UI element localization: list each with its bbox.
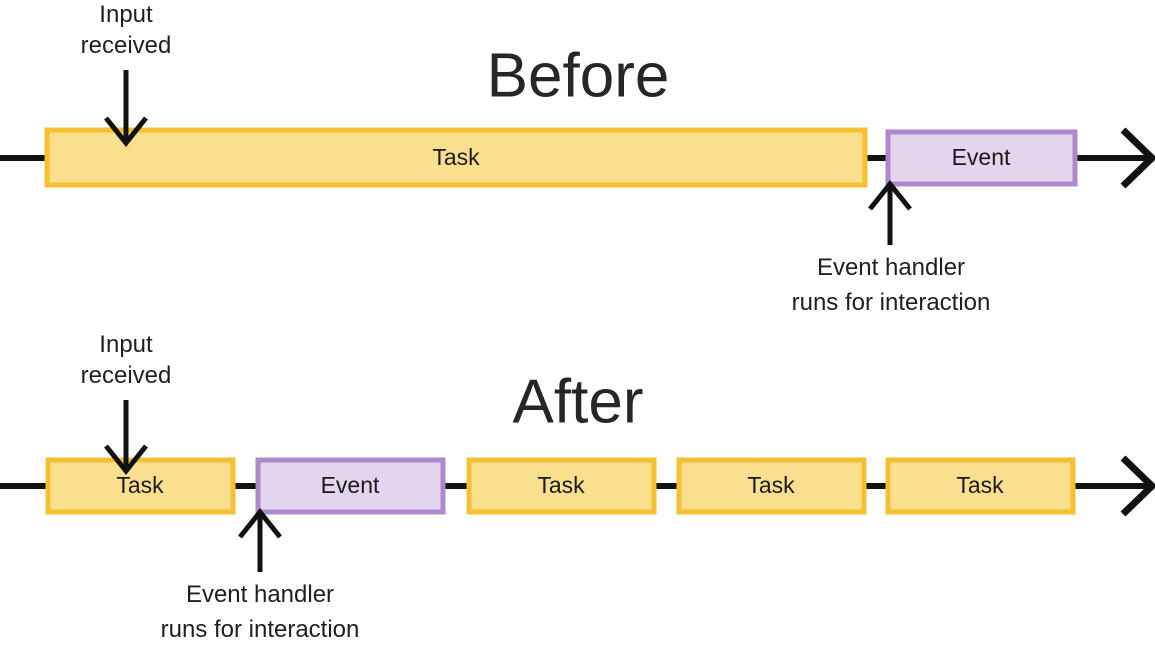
after-section: After Task Event Task (0, 331, 1155, 643)
after-task-label-3: Task (747, 472, 795, 498)
before-task-box[interactable] (44, 127, 868, 188)
before-task-block[interactable]: Task (44, 127, 868, 188)
after-input-arrow-down-icon (104, 444, 148, 476)
before-event-handler-arrow-up-icon (868, 179, 912, 211)
after-task-box-3[interactable] (676, 457, 867, 515)
after-event-box[interactable] (255, 457, 446, 515)
after-input-received-line1: Input (99, 331, 153, 358)
before-input-received-line2: received (81, 32, 172, 59)
after-task-block-3[interactable]: Task (676, 457, 867, 515)
after-event-handler-arrow-up-icon (238, 507, 282, 539)
after-task-box-1[interactable] (45, 457, 236, 515)
after-event-label: Event (321, 472, 380, 498)
after-task-block-1[interactable]: Task (45, 457, 236, 515)
after-task-label-4: Task (956, 472, 1004, 498)
after-input-received-line2: received (81, 362, 172, 389)
after-task-block-4[interactable]: Task (885, 457, 1076, 515)
before-timeline-arrow-icon (1120, 127, 1155, 189)
after-input-received-annotation: Input received (81, 331, 172, 476)
after-task-box-2[interactable] (466, 457, 657, 515)
before-event-block[interactable]: Event (885, 129, 1078, 187)
before-input-received-line1: Input (99, 1, 153, 28)
before-event-handler-line1: Event handler (817, 254, 965, 281)
before-input-arrow-down-icon (104, 116, 148, 148)
after-event-handler-annotation: Event handler runs for interaction (161, 507, 360, 643)
before-input-received-annotation: Input received (81, 1, 172, 148)
after-event-handler-line1: Event handler (186, 581, 334, 608)
before-event-handler-line2: runs for interaction (792, 289, 991, 316)
before-title: Before (487, 41, 670, 110)
after-title: After (513, 367, 644, 436)
after-task-block-2[interactable]: Task (466, 457, 657, 515)
before-section: Before Task Event Input received (0, 1, 1155, 316)
before-event-box[interactable] (885, 129, 1078, 187)
after-event-block[interactable]: Event (255, 457, 446, 515)
after-task-box-4[interactable] (885, 457, 1076, 515)
before-task-label: Task (432, 144, 480, 170)
after-task-label-2: Task (537, 472, 585, 498)
after-task-label-1: Task (116, 472, 164, 498)
after-timeline-arrow-icon (1120, 455, 1155, 517)
before-event-label: Event (952, 144, 1011, 170)
after-event-handler-line2: runs for interaction (161, 616, 360, 643)
before-event-handler-annotation: Event handler runs for interaction (792, 179, 991, 316)
